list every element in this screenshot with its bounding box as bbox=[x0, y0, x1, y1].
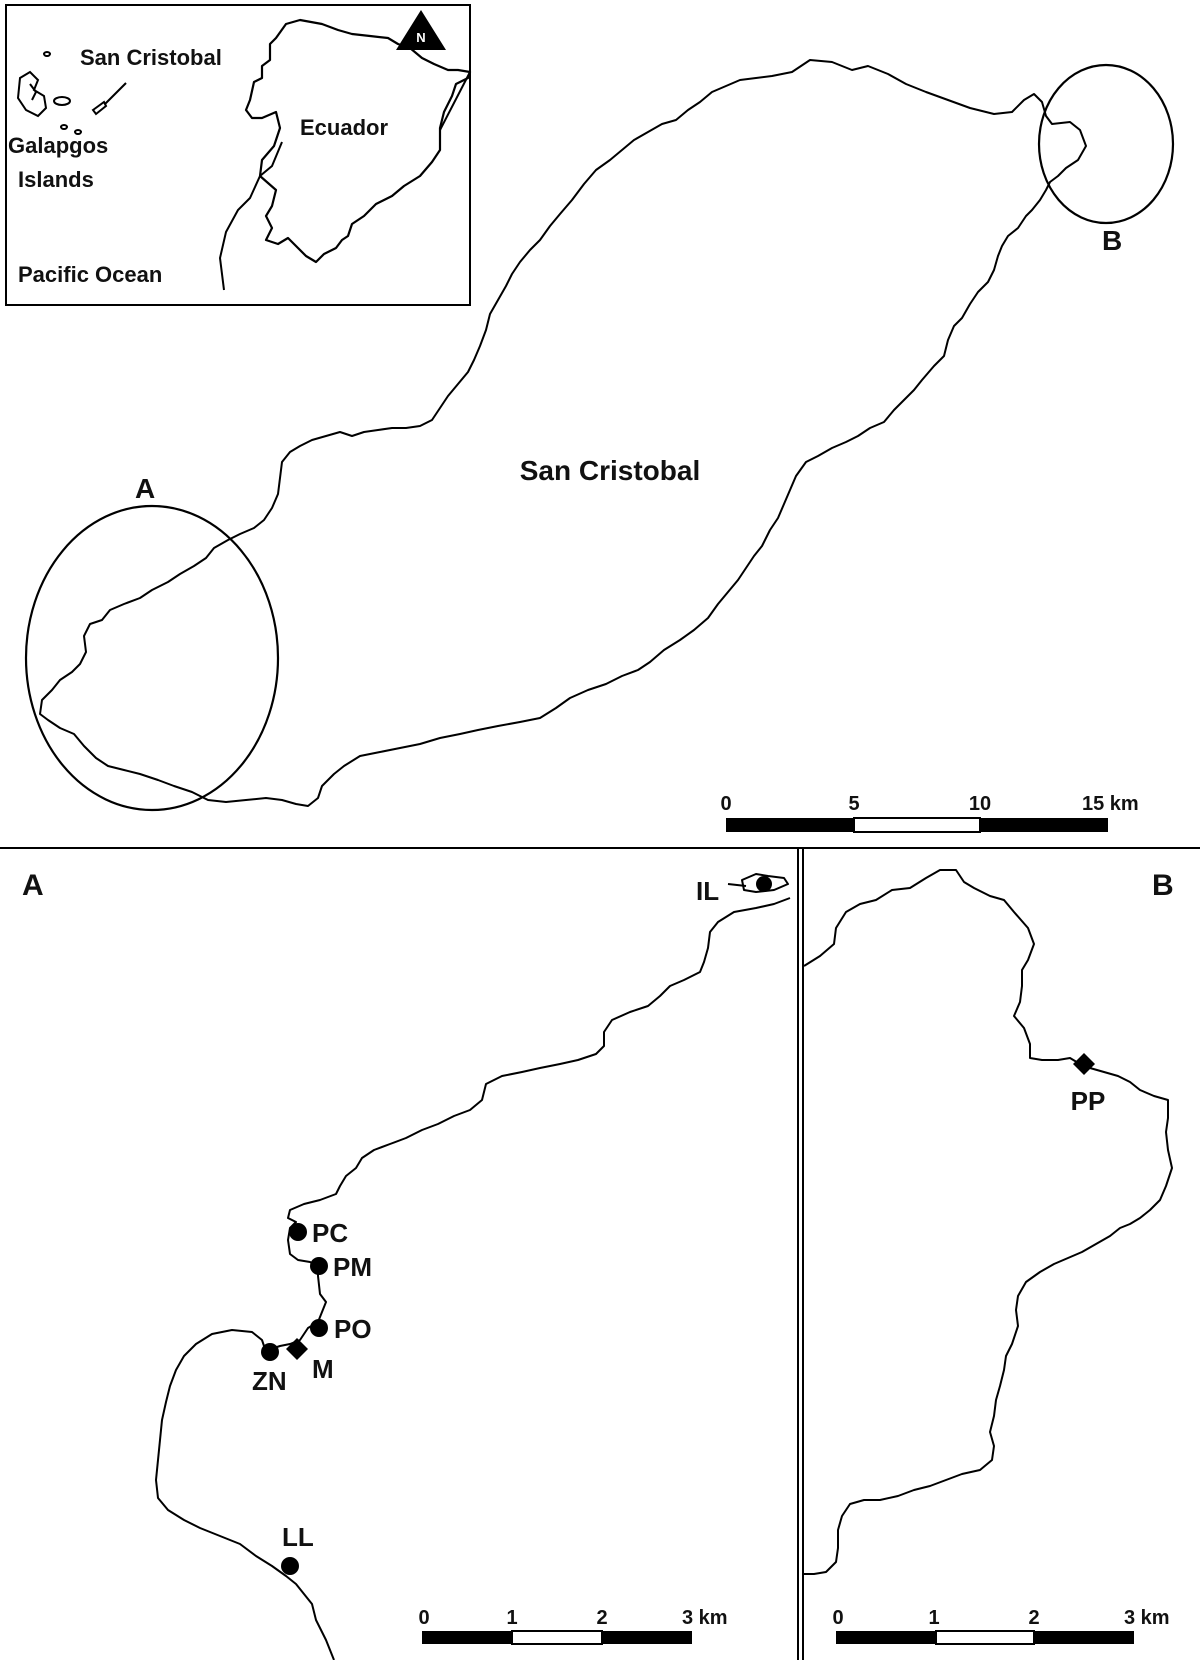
scale-b-tick-2: 2 bbox=[1028, 1607, 1039, 1629]
scale-b-tick-1: 1 bbox=[928, 1607, 939, 1629]
panel-b-title: B bbox=[1152, 869, 1174, 902]
main-island-map: A B San Cristobal 0 5 10 15 km bbox=[24, 59, 1175, 833]
panel-a-title: A bbox=[22, 869, 44, 902]
site-ll-marker bbox=[281, 1557, 299, 1575]
site-pc-label: PC bbox=[312, 1218, 348, 1248]
site-po-label: PO bbox=[334, 1314, 372, 1344]
inset-map: N San Cristobal Galapgos Islands Ecuador… bbox=[5, 4, 472, 306]
islet-leader bbox=[727, 883, 747, 887]
site-il-marker bbox=[756, 876, 772, 892]
inset-frame bbox=[5, 4, 471, 306]
panel-a-scale-bar: 0 1 2 3 km bbox=[418, 1607, 728, 1645]
site-pm-marker bbox=[310, 1257, 328, 1275]
site-m-label: M bbox=[312, 1354, 334, 1384]
site-ll-label: LL bbox=[282, 1522, 314, 1552]
site-pp-label: PP bbox=[1071, 1086, 1106, 1116]
region-b-label: B bbox=[1102, 225, 1122, 256]
north-arrow-icon: N bbox=[396, 10, 446, 50]
pacific-ocean-label: Pacific Ocean bbox=[18, 262, 162, 287]
panel-b-coastline bbox=[803, 869, 1173, 1575]
inset-san-cristobal-label: San Cristobal bbox=[80, 45, 222, 70]
main-scale-bar: 0 5 10 15 km bbox=[720, 793, 1139, 833]
site-pm-label: PM bbox=[333, 1252, 372, 1282]
panel-b: B PP 0 1 2 3 km bbox=[803, 869, 1174, 1645]
san-cristobal-leader-line bbox=[104, 82, 127, 105]
scale-tick-10: 10 bbox=[969, 793, 991, 815]
north-label: N bbox=[416, 30, 425, 45]
neighbor-coastline-2 bbox=[439, 71, 471, 131]
galapagos-islands-shapes bbox=[16, 51, 108, 135]
ecuador-outline bbox=[244, 18, 472, 264]
island-name-label: San Cristobal bbox=[520, 455, 700, 486]
scale-a-tick-3km: 3 km bbox=[682, 1607, 728, 1629]
scale-b-tick-3km: 3 km bbox=[1124, 1607, 1170, 1629]
scale-a-tick-2: 2 bbox=[596, 1607, 607, 1629]
islet-outline bbox=[741, 873, 789, 893]
panel-b-scale-bar: 0 1 2 3 km bbox=[832, 1607, 1170, 1645]
panel-a-coastline bbox=[155, 897, 791, 1660]
site-zn-marker bbox=[261, 1343, 279, 1361]
galapagos-label: Galapgos bbox=[8, 133, 108, 158]
ecuador-label: Ecuador bbox=[300, 115, 388, 140]
site-pc-marker bbox=[289, 1223, 307, 1241]
site-il-label: IL bbox=[696, 876, 719, 906]
region-a-circle bbox=[24, 504, 280, 812]
islands-label: Islands bbox=[18, 167, 94, 192]
san-cristobal-coastline bbox=[39, 59, 1087, 807]
site-m-marker bbox=[286, 1338, 308, 1360]
site-zn-label: ZN bbox=[252, 1366, 287, 1396]
scale-a-tick-1: 1 bbox=[506, 1607, 517, 1629]
scale-tick-0: 0 bbox=[720, 793, 731, 815]
panel-a: A IL PC PM PO M ZN LL 0 1 2 3 km bbox=[22, 869, 791, 1660]
neighbor-coastline bbox=[218, 141, 283, 291]
scale-b-tick-0: 0 bbox=[832, 1607, 843, 1629]
scale-tick-15km: 15 km bbox=[1082, 793, 1139, 815]
site-po-marker bbox=[310, 1319, 328, 1337]
region-a-label: A bbox=[135, 473, 155, 504]
scale-tick-5: 5 bbox=[848, 793, 859, 815]
region-b-circle bbox=[1037, 63, 1175, 225]
site-pp-marker bbox=[1073, 1053, 1095, 1075]
scale-a-tick-0: 0 bbox=[418, 1607, 429, 1629]
